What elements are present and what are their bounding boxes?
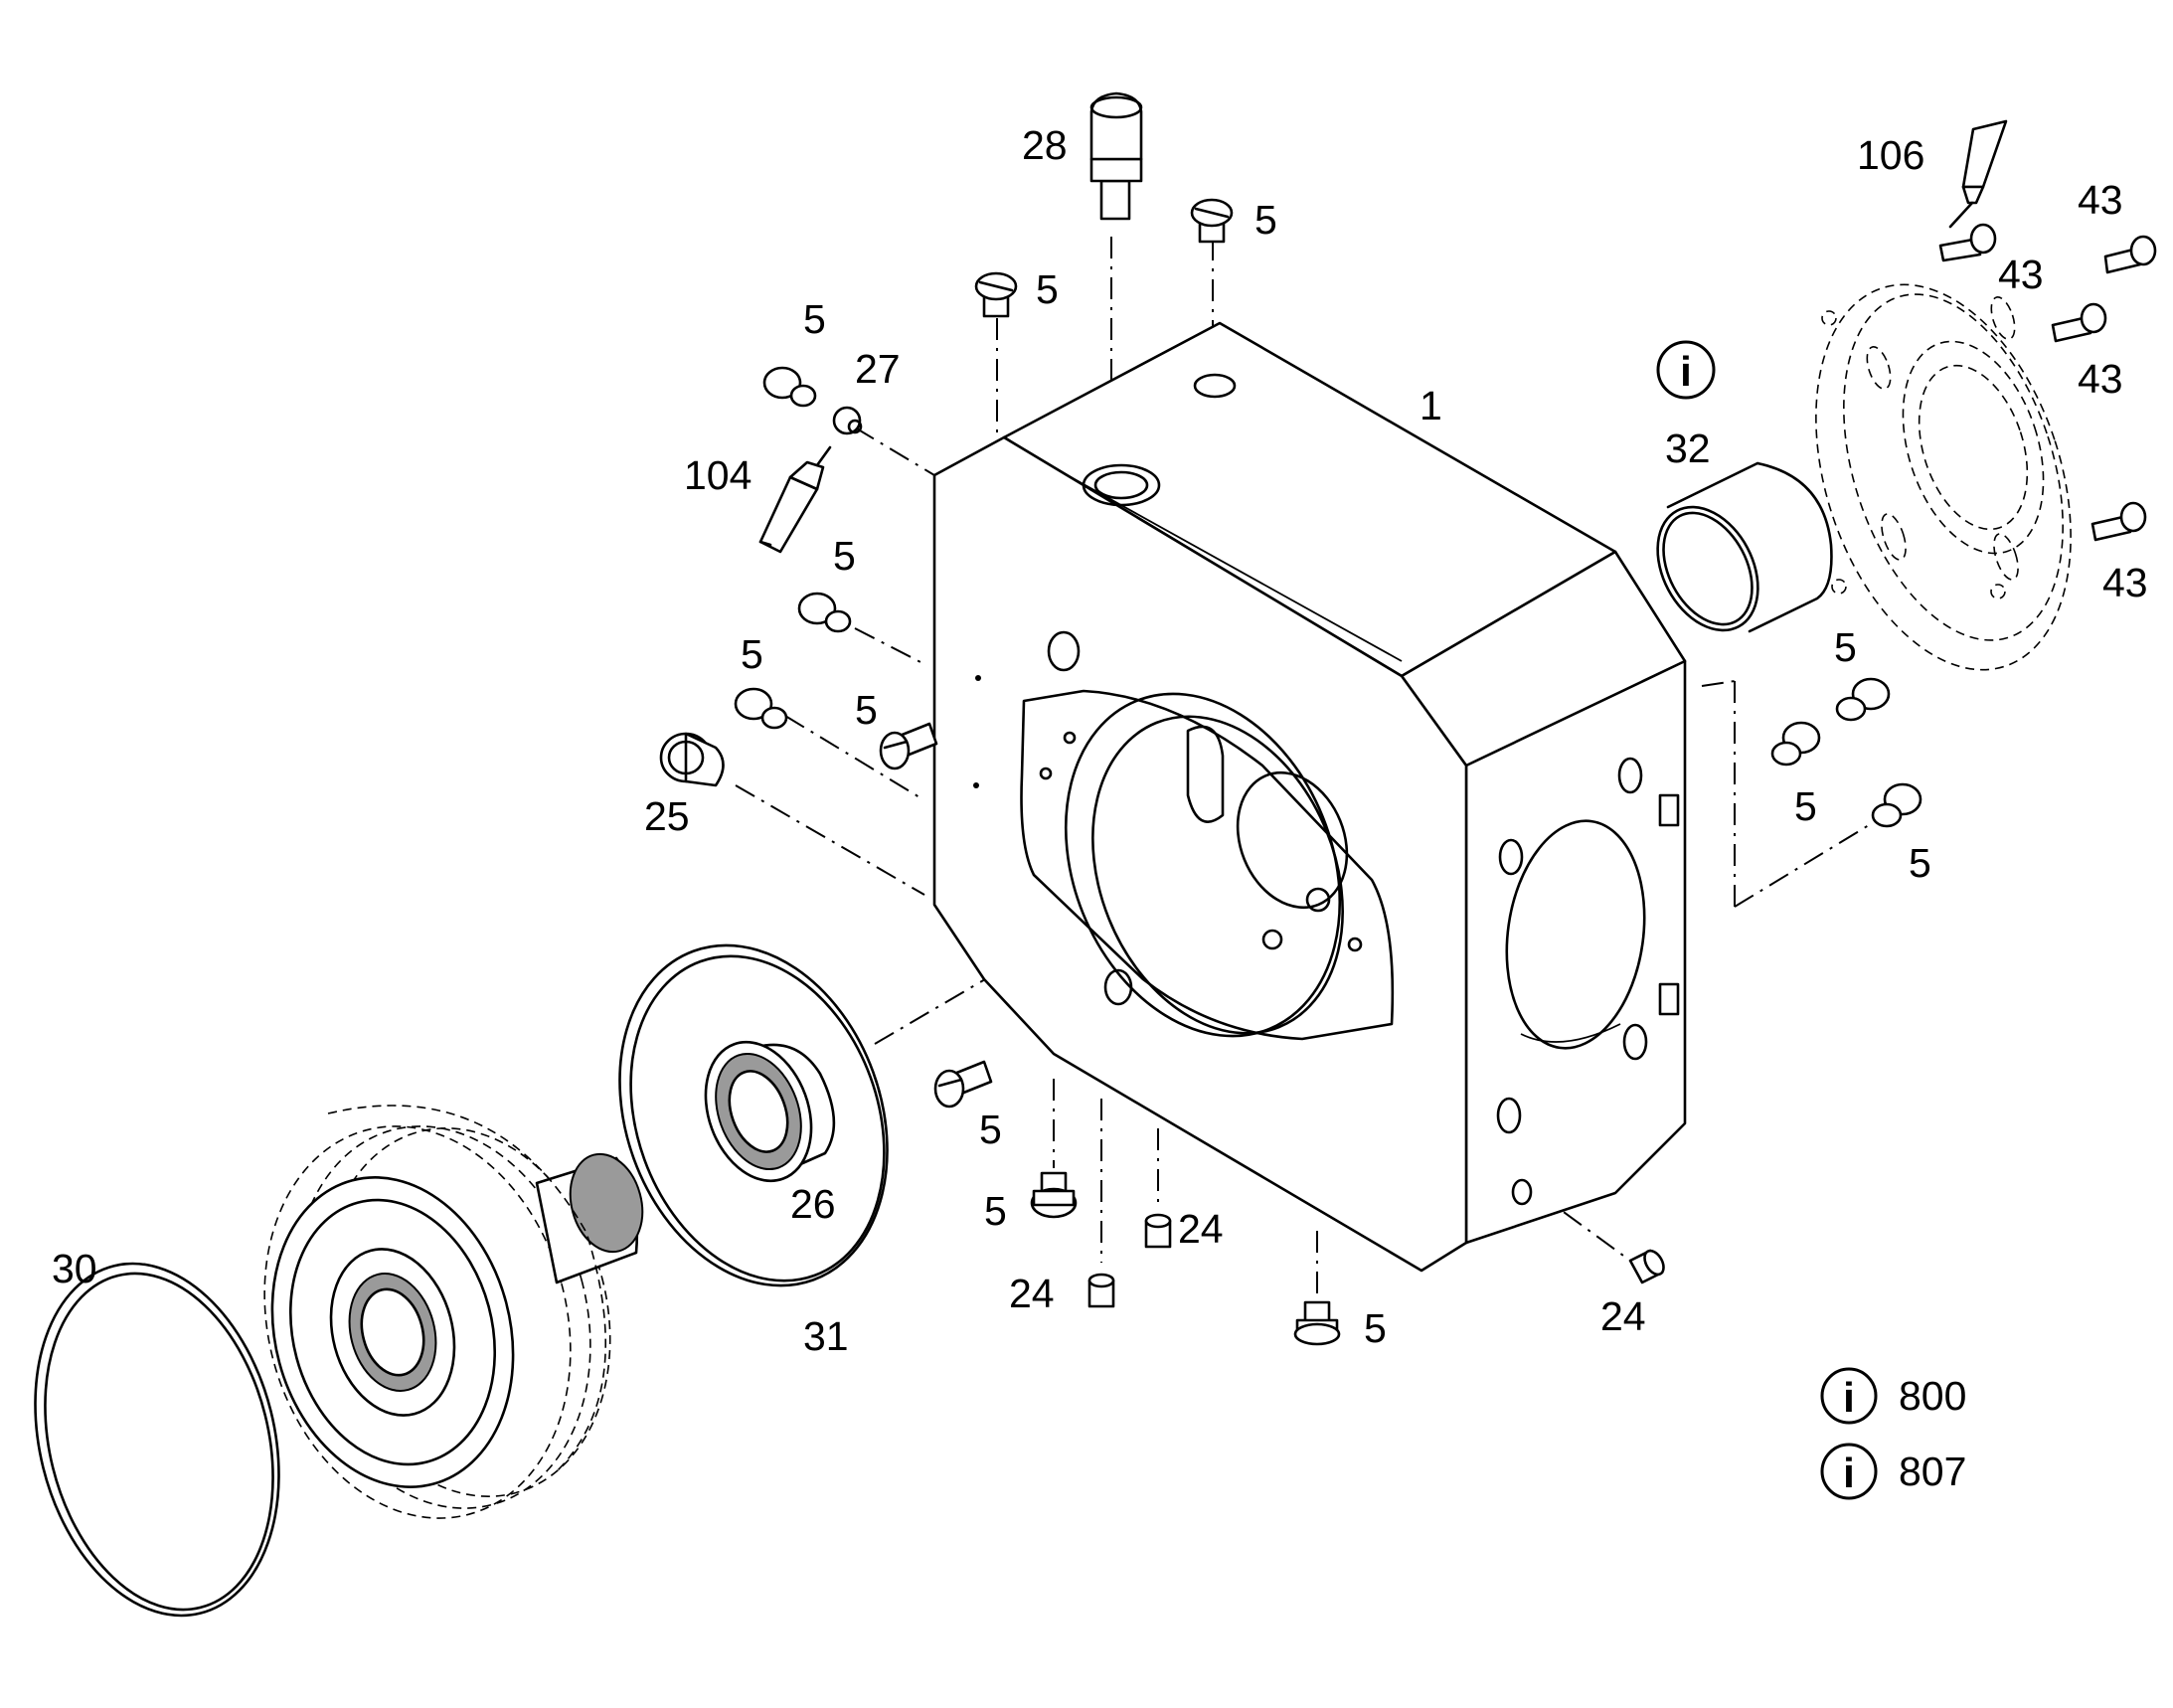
plug-part-25 <box>659 732 725 787</box>
screw-part-5-bottom-2 <box>1293 1300 1341 1346</box>
callout-25: 25 <box>644 793 690 839</box>
screw-part-5-right-2 <box>1770 721 1821 767</box>
dowel-part-24-2 <box>1087 1273 1115 1308</box>
callout-31: 31 <box>803 1313 849 1359</box>
screw-part-43-4 <box>2090 501 2147 542</box>
info-icon: i <box>1820 1443 1878 1500</box>
screw-part-43-1 <box>1938 223 1997 262</box>
gear-assembly <box>263 1105 644 1519</box>
bearing-plate-right <box>1815 283 2072 671</box>
callout-43: 43 <box>2078 356 2123 402</box>
callout-5: 5 <box>1834 624 1857 670</box>
svg-text:i: i <box>1843 1450 1855 1496</box>
callout-24: 24 <box>1009 1271 1055 1316</box>
screw-part-5-front-upper <box>879 722 938 770</box>
screw-part-5-bottom-1 <box>1030 1171 1078 1219</box>
plug-part-28 <box>1089 91 1143 221</box>
callout-43: 43 <box>1998 252 2044 297</box>
needle-bearing-part-26 <box>704 1040 836 1183</box>
callout-5: 5 <box>1364 1305 1387 1351</box>
callout-43: 43 <box>2102 560 2148 605</box>
callout-32: 32 <box>1665 426 1711 471</box>
main-housing <box>932 321 1687 1273</box>
dowel-part-24-3 <box>1628 1249 1665 1284</box>
plug-part-27 <box>832 406 863 435</box>
callout-5: 5 <box>1036 266 1059 312</box>
callout-5: 5 <box>803 296 826 342</box>
callout-30: 30 <box>52 1246 97 1291</box>
callout-5: 5 <box>1909 840 1931 886</box>
callout-5: 5 <box>855 687 878 733</box>
callout-27: 27 <box>855 346 901 392</box>
screw-part-5-front-lower <box>933 1060 993 1109</box>
screw-part-5-left-2 <box>797 592 852 633</box>
callout-5: 5 <box>833 533 856 579</box>
screw-part-5-left-3 <box>734 687 788 730</box>
info-ref-807: 807 <box>1899 1449 1966 1494</box>
info-icon: i <box>1656 340 1716 400</box>
bushing-part-32 <box>1656 461 1833 636</box>
info-icon: i <box>1820 1367 1878 1425</box>
callout-43: 43 <box>2078 177 2123 223</box>
callout-5: 5 <box>1794 783 1817 829</box>
screw-part-5-right-3 <box>1871 782 1922 828</box>
screw-part-43-2 <box>2103 235 2157 274</box>
dowel-part-24-1 <box>1144 1213 1172 1249</box>
screw-part-5-left-1 <box>762 366 817 408</box>
callout-104: 104 <box>684 452 752 498</box>
callout-5: 5 <box>979 1107 1002 1152</box>
sealant-tube-part-104 <box>758 445 832 554</box>
callout-labels: 1 28 5 5 5 27 104 5 5 5 25 5 5 24 24 5 2… <box>52 122 2148 1494</box>
callout-26: 26 <box>790 1181 836 1227</box>
callout-28: 28 <box>1022 122 1068 168</box>
callout-106: 106 <box>1857 132 1924 178</box>
callout-5: 5 <box>741 631 763 677</box>
screw-part-43-3 <box>2051 302 2107 343</box>
callout-24: 24 <box>1600 1293 1646 1339</box>
screw-part-5-top-right <box>1190 198 1234 244</box>
info-ref-800: 800 <box>1899 1373 1966 1419</box>
screw-part-5-right-1 <box>1835 677 1891 722</box>
callout-5: 5 <box>984 1188 1007 1234</box>
svg-text:i: i <box>1843 1374 1855 1421</box>
callout-1: 1 <box>1420 383 1442 428</box>
seal-disc-part-31 <box>618 943 889 1287</box>
o-ring-part-30 <box>34 1262 280 1618</box>
screw-part-5-top-left <box>974 271 1018 318</box>
callout-5: 5 <box>1254 197 1277 243</box>
callout-24: 24 <box>1178 1206 1224 1252</box>
svg-text:i: i <box>1680 348 1692 395</box>
sealant-tube-part-106 <box>1948 119 2008 229</box>
